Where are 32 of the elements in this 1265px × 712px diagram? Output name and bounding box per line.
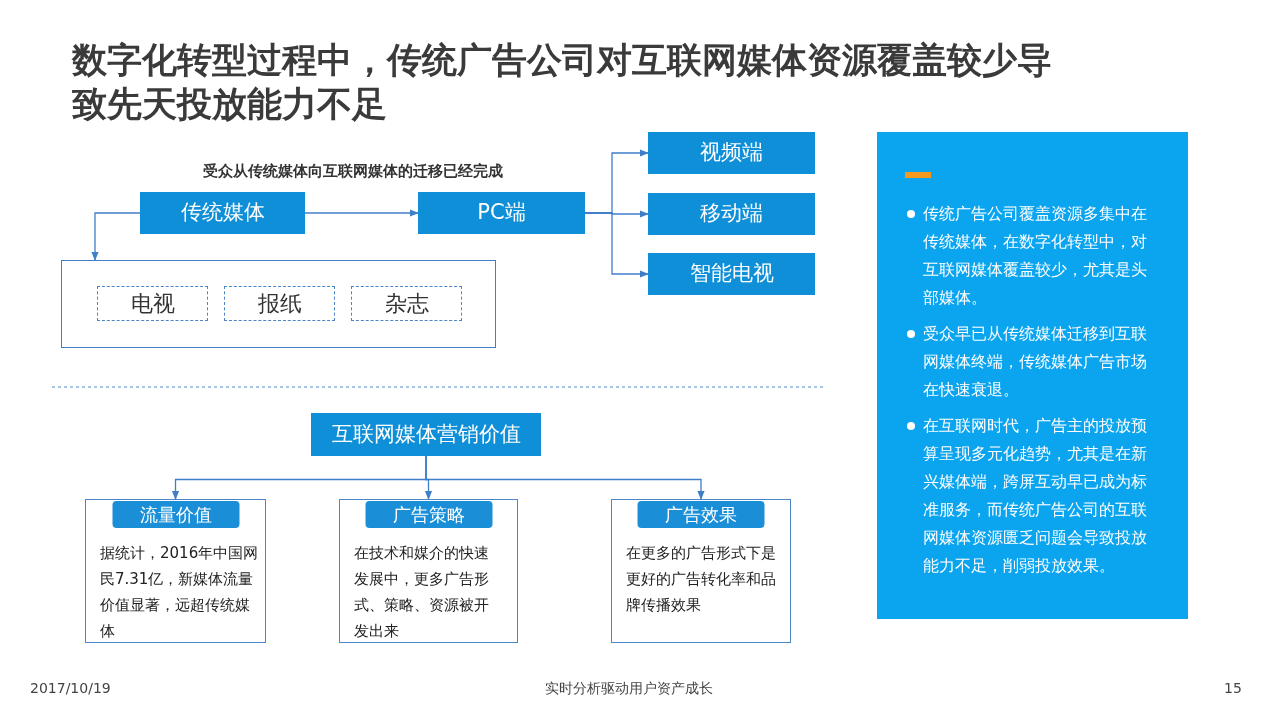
arrow	[584, 212, 649, 278]
arrow	[91, 212, 141, 261]
card-heading: 流量价值	[112, 501, 239, 528]
media-box: 杂志	[351, 286, 462, 321]
date-label: 2017/10/19	[30, 679, 111, 698]
card-heading: 广告效果	[637, 501, 765, 528]
card-text: 在更多的广告形式下是更好的广告转化率和品牌传播效果	[626, 543, 776, 616]
process-box: PC端	[418, 192, 585, 234]
card-heading: 广告策略	[365, 501, 492, 528]
subtitle: 受众从传统媒体向互联网媒体的迁移已经完成	[203, 161, 503, 182]
process-box: 视频端	[648, 132, 815, 174]
footer-text: 实时分析驱动用户资产成长	[545, 679, 713, 698]
bullet-text: 传统广告公司覆盖资源多集中在传统媒体，在数字化转型中，对互联网媒体覆盖较少，尤其是头部媒体。	[923, 203, 1148, 309]
media-box: 电视	[97, 286, 208, 321]
value-card	[339, 499, 518, 643]
process-box: 传统媒体	[140, 192, 305, 234]
process-box: 互联网媒体营销价值	[311, 413, 541, 456]
process-box: 智能电视	[648, 253, 815, 295]
value-card	[611, 499, 791, 643]
title: 数字化转型过程中，传统广告公司对互联网媒体资源覆盖较少导致先天投放能力不足	[72, 39, 1053, 126]
summary-panel	[877, 132, 1188, 619]
value-card	[85, 499, 266, 643]
bullet-text: 受众早已从传统媒体迁移到互联网媒体终端，传统媒体广告市场在快速衰退。	[923, 323, 1148, 401]
process-box: 移动端	[648, 193, 815, 235]
media-box: 报纸	[224, 286, 335, 321]
card-text: 据统计，2016年中国网民7.31亿，新媒体流量价值显著，远超传统媒体	[100, 543, 260, 642]
group-box	[61, 260, 496, 348]
page-number: 15	[1224, 679, 1242, 698]
arrow	[304, 209, 419, 217]
bullet-text: 在互联网时代，广告主的投放预算呈现多元化趋势，尤其是在新兴媒体端，跨屏互动早已成为标准服务，而传统广告公司的互联网媒体资源匮乏问题会导致投放能力不足，削弱投放效果。	[923, 415, 1148, 577]
card-text: 在技术和媒介的快速发展中，更多广告形式、策略、资源被开发出来	[354, 543, 490, 642]
arrow	[425, 455, 705, 500]
